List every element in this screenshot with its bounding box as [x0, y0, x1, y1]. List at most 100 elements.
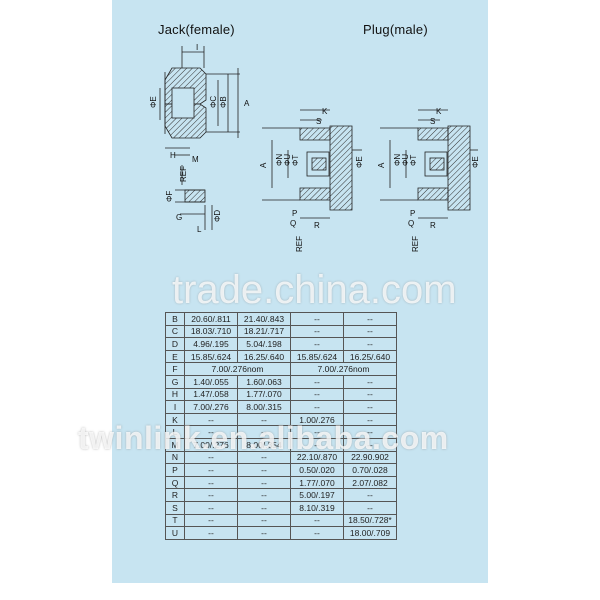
table-cell: -- — [290, 374, 344, 389]
dim-label-Q: Q — [290, 219, 296, 228]
table-cell: -- — [290, 526, 344, 540]
dim-label-P-2: P — [410, 209, 415, 218]
table-row: U------18.00/.709 — [165, 526, 397, 540]
dim-label-H: H — [170, 151, 176, 160]
dim-label-E-plug: ΦE — [355, 156, 364, 168]
dim-label-A: A — [244, 99, 250, 108]
table-cell: -- — [237, 513, 291, 528]
table-cell: 18.50/.728* — [343, 513, 397, 528]
table-cell: 18.03/.710 — [184, 324, 238, 339]
table-cell: -- — [290, 400, 344, 414]
table-cell: 4.96/.195 — [184, 337, 238, 351]
jack-heading: Jack(female) — [158, 22, 235, 37]
table-cell: 1.77/.070 — [290, 475, 344, 490]
table-cell: U — [165, 526, 185, 540]
table-cell: -- — [184, 500, 238, 515]
table-cell: 7.00/.276nom — [184, 362, 291, 376]
dim-label-M: M — [192, 155, 199, 164]
dim-label-U: ΦU — [283, 154, 292, 166]
table-cell: 5.00/.197 — [290, 488, 344, 502]
jack-drawing: I ΦE ΦC ΦB A H M REF ΦF G ΦD L — [149, 43, 250, 234]
table-cell: -- — [343, 400, 397, 414]
table-cell: -- — [343, 324, 397, 339]
dim-label-S: S — [316, 117, 321, 126]
table-cell: 15.85/.624 — [290, 349, 344, 364]
table-row: R----5.00/.197-- — [165, 488, 397, 502]
dim-label-D: ΦD — [213, 210, 222, 222]
plug-heading: Plug(male) — [363, 22, 428, 37]
table-cell: -- — [343, 488, 397, 502]
table-cell: 21.40/.843 — [237, 312, 291, 326]
dim-label-S-2: S — [430, 117, 435, 126]
table-cell: 18.21/.717 — [237, 324, 291, 339]
dim-label-U-2: ΦU — [401, 154, 410, 166]
dim-label-E: ΦE — [149, 96, 158, 108]
table-cell: C — [165, 324, 185, 339]
dim-label-G: G — [176, 213, 182, 222]
dim-label-Q-2: Q — [408, 219, 414, 228]
table-cell: E — [165, 349, 185, 364]
table-cell: 15.85/.624 — [184, 349, 238, 364]
table-cell: Q — [165, 475, 185, 490]
dim-label-I: I — [196, 43, 198, 52]
table-cell: 16.25/.640 — [343, 349, 397, 364]
table-cell: 0.70/.028 — [343, 463, 397, 477]
table-cell: -- — [343, 500, 397, 515]
table-cell: S — [165, 500, 185, 515]
table-cell: -- — [237, 526, 291, 540]
table-cell: 16.25/.640 — [237, 349, 291, 364]
dim-label-K: K — [322, 107, 328, 116]
table-cell: -- — [184, 488, 238, 502]
table-cell: P — [165, 463, 185, 477]
dim-label-N-2: ΦN — [393, 154, 402, 166]
table-cell: 1.47/.058 — [184, 387, 238, 402]
dim-label-A-plug: A — [259, 162, 268, 168]
table-cell: -- — [290, 324, 344, 339]
table-cell: 5.04/.198 — [237, 337, 291, 351]
table-cell: R — [165, 488, 185, 502]
table-cell: -- — [237, 500, 291, 515]
dim-label-P: P — [292, 209, 297, 218]
table-cell: -- — [184, 513, 238, 528]
dim-label-B: ΦB — [219, 96, 228, 108]
table-cell: -- — [184, 526, 238, 540]
table-cell: G — [165, 374, 185, 389]
dim-label-E-2: ΦE — [471, 156, 480, 168]
dim-label-A-2: A — [377, 162, 386, 168]
trade-watermark: trade.china.com — [172, 268, 457, 312]
dim-label-REF-plug: REF — [295, 236, 304, 252]
table-cell: -- — [290, 312, 344, 326]
table-cell: 1.60/.063 — [237, 374, 291, 389]
table-cell: H — [165, 387, 185, 402]
table-cell: I — [165, 400, 185, 414]
table-row: T------18.50/.728* — [165, 513, 397, 528]
table-cell: 7.00/.276 — [184, 400, 238, 414]
dim-label-R-2: R — [430, 221, 436, 230]
table-cell: -- — [184, 475, 238, 490]
dim-label-K-2: K — [436, 107, 442, 116]
table-cell: 20.60/.811 — [184, 312, 238, 326]
dim-label-F: ΦF — [165, 191, 174, 202]
table-cell: 18.00/.709 — [343, 526, 397, 540]
table-cell: -- — [290, 387, 344, 402]
blurred-header-row — [165, 298, 375, 312]
table-cell: F — [165, 362, 185, 376]
table-cell: B — [165, 312, 185, 326]
table-cell: -- — [184, 463, 238, 477]
dim-label-REF: REF — [179, 166, 188, 182]
table-row: S----8.10/.319-- — [165, 500, 397, 515]
dim-label-C: ΦC — [209, 96, 218, 108]
dim-label-L: L — [197, 225, 202, 234]
plug-drawing-left: K S A ΦN ΦU ΦT ΦE P Q R REF — [259, 107, 364, 252]
